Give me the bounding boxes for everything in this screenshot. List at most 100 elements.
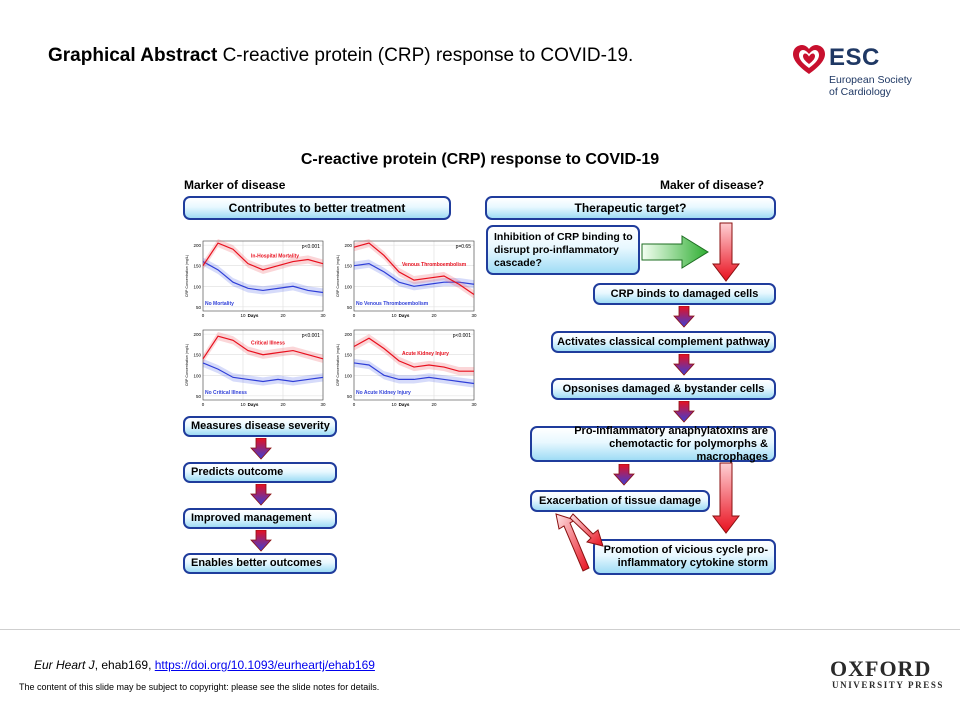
plot-mortality: 200 150 100 500 10 20 30 Days CRP Concentration … [185,238,326,318]
y-axis-label: CRP Concentration (mg/L) [336,344,340,386]
plot-frame [202,240,324,312]
red-series-label: Critical Illness [251,341,285,347]
y-tick-label: 200 [193,243,201,248]
x-axis-label: Days [399,402,410,407]
right-step-3: Opsonises damaged & bystander cells [551,378,776,400]
p-value: p<0.001 [302,333,320,339]
x-tick-label: 0 [353,402,356,407]
p-value: p<0.001 [453,333,471,339]
y-tick-label: 50 [347,394,353,399]
x-tick-label: 10 [240,313,246,318]
long-down-arrow-icon [712,462,740,534]
left-step-3: Improved management [183,508,337,529]
x-tick-label: 30 [320,313,326,318]
y-tick-label: 50 [347,305,353,310]
y-tick-label: 150 [344,353,352,358]
y-axis-label: CRP Concentration (mg/L) [185,344,189,386]
plot-frame [353,240,475,312]
red-confidence-band [354,334,474,376]
y-tick-label: 50 [196,305,202,310]
x-tick-label: 30 [471,402,477,407]
down-arrow-icon [250,438,272,460]
y-tick-label: 150 [193,264,201,269]
doi-link[interactable]: https://doi.org/10.1093/eurheartj/ehab16… [154,658,375,672]
blue-series-line [202,362,324,383]
blue-series-line [353,362,475,385]
inhibition-box: Inhibition of CRP binding to disrupt pro… [486,225,640,275]
blue-confidence-band [203,358,323,386]
left-header: Marker of disease [184,178,286,192]
slide-title: Graphical Abstract C-reactive protein (C… [48,44,688,68]
red-series-line [353,242,475,296]
x-tick-label: 0 [202,313,205,318]
x-tick-label: 20 [431,402,437,407]
long-down-arrow-icon [712,222,740,282]
y-tick-label: 200 [344,332,352,337]
right-step-5: Exacerbation of tissue damage [530,490,710,512]
red-series-line [353,337,474,372]
down-arrow-icon [250,530,272,552]
down-arrow-icon [673,401,695,423]
blue-series-label: No Acute Kidney Injury [356,390,411,396]
blue-series-line [353,263,475,287]
footer-divider [0,629,960,630]
y-tick-label: 150 [344,264,352,269]
blue-series-line [202,261,324,294]
red-confidence-band [203,238,323,274]
right-step-2: Activates classical complement pathway [551,331,776,353]
y-axis-label: CRP Concentration (mg/L) [185,255,189,297]
x-tick-label: 30 [471,313,477,318]
left-step-1: Measures disease severity [183,416,337,437]
cycle-arrows-icon [555,513,604,572]
left-step-2: Predicts outcome [183,462,337,483]
y-tick-label: 100 [193,373,201,378]
p-value: p=0.65 [456,244,472,250]
oxford-logo: OXFORD [830,656,932,681]
oup-logo-sub: UNIVERSITY PRESS [832,680,945,690]
figure-title: C-reactive protein (CRP) response to COV… [300,151,660,168]
x-tick-label: 20 [280,402,286,407]
x-axis-label: Days [399,313,410,318]
x-tick-label: 20 [280,313,286,318]
down-arrow-icon [613,464,635,486]
y-tick-label: 200 [344,243,352,248]
red-series-label: In-Hospital Mortality [251,254,299,260]
right-banner: Therapeutic target? [485,196,776,220]
right-header: Maker of disease? [660,178,765,192]
red-series-line [202,242,324,271]
p-value: p<0.001 [302,244,320,250]
y-axis-label: CRP Concentration (mg/L) [336,255,340,297]
esc-subtitle-2: of Cardiology [829,86,891,98]
down-arrow-icon [673,354,695,376]
green-arrow-icon [641,235,709,269]
red-series-label: Acute Kidney Injury [402,351,449,357]
left-banner: Contributes to better treatment [183,196,451,220]
article-id: , ehab169, [94,658,155,672]
plot-frame [353,329,475,401]
red-series-line [202,335,324,360]
citation: Eur Heart J, ehab169, https://doi.org/10… [34,658,375,672]
y-tick-label: 150 [193,353,201,358]
x-tick-label: 10 [240,402,246,407]
slide-title-text: C-reactive protein (CRP) response to COV… [217,45,634,66]
esc-subtitle-1: European Society [829,74,912,86]
journal-name: Eur Heart J [34,658,95,672]
down-arrow-icon [250,484,272,506]
y-tick-label: 100 [193,284,201,289]
y-tick-label: 100 [344,284,352,289]
x-tick-label: 10 [391,402,397,407]
blue-confidence-band [354,358,474,388]
x-tick-label: 10 [391,313,397,318]
down-arrow-icon [673,306,695,328]
x-tick-label: 30 [320,402,326,407]
esc-logo-text: ESC [829,44,880,71]
esc-heart-icon [793,45,825,74]
plot-frame [202,329,324,401]
blue-series-label: No Mortality [205,301,234,307]
x-axis-label: Days [248,313,259,318]
x-tick-label: 0 [353,313,356,318]
x-tick-label: 0 [202,402,205,407]
